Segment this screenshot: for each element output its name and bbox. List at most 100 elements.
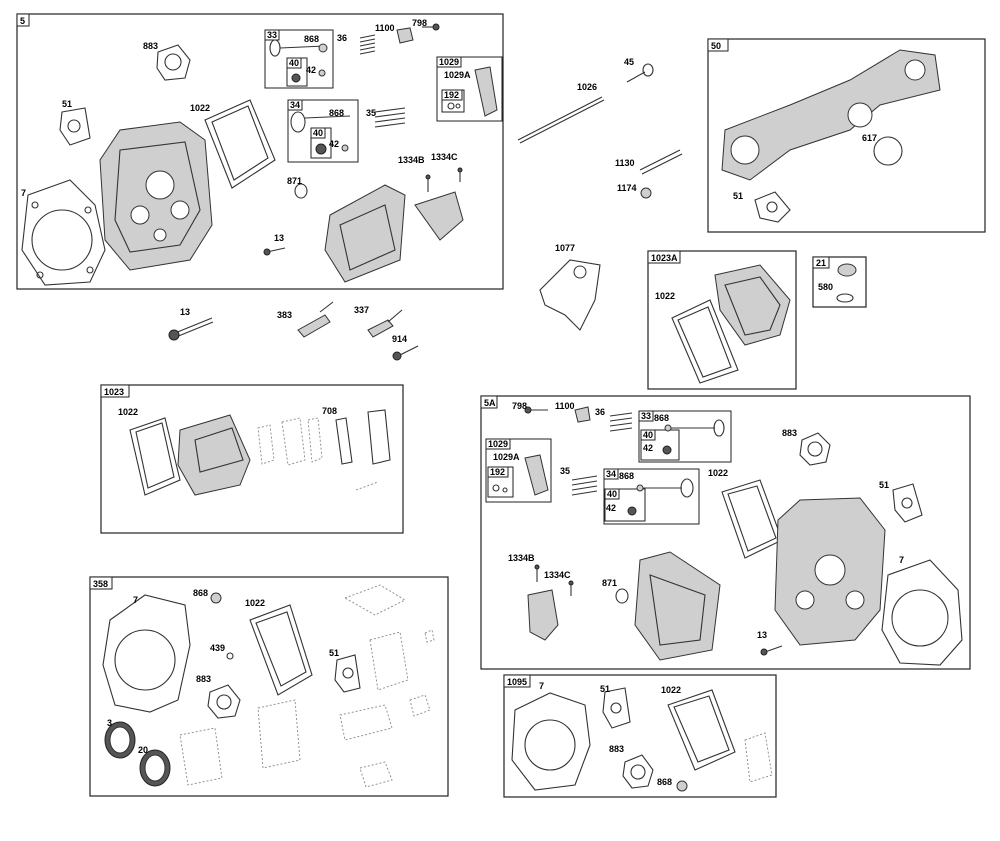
svg-text:1029: 1029: [439, 57, 459, 67]
oring-617: [873, 136, 903, 166]
seal-883-a: [156, 44, 191, 81]
svg-text:868: 868: [304, 34, 319, 44]
svg-text:50: 50: [711, 41, 721, 51]
svg-text:1023: 1023: [104, 387, 124, 397]
svg-text:36: 36: [595, 407, 605, 417]
bolt-798-b: [524, 406, 548, 414]
valve-cover-1023A: [714, 264, 791, 346]
part-1100-b: [574, 406, 591, 423]
subkit-1029-box-b: 1029 192: [485, 438, 552, 503]
svg-text:7: 7: [133, 595, 138, 605]
gasket-51-d: [334, 654, 361, 693]
svg-text:35: 35: [560, 466, 570, 476]
svg-text:868: 868: [657, 777, 672, 787]
svg-text:42: 42: [606, 503, 616, 513]
cover-gasket-1022-e: [249, 604, 313, 696]
svg-text:1029: 1029: [488, 439, 508, 449]
svg-text:20: 20: [138, 745, 148, 755]
svg-text:580: 580: [818, 282, 833, 292]
subkit-33-box-b: 33 40: [638, 410, 732, 463]
cover-gasket-1022-f: [667, 689, 736, 771]
svg-text:868: 868: [619, 471, 634, 481]
bolt-1334C-b: [568, 580, 574, 596]
intake-manifold-part: [721, 49, 941, 181]
svg-text:7: 7: [899, 555, 904, 565]
seal-883-d: [622, 754, 654, 789]
gasket-51-b: [754, 191, 791, 223]
pushrod-1026: [517, 96, 605, 144]
kit-1095-box: 1095: [503, 674, 777, 798]
cover-gasket-1022-b: [671, 299, 739, 384]
svg-text:5A: 5A: [484, 398, 496, 408]
svg-text:1023A: 1023A: [651, 253, 678, 263]
dipstick-cap-21: [836, 263, 857, 303]
svg-text:1022: 1022: [190, 103, 210, 113]
svg-text:40: 40: [313, 128, 323, 138]
svg-text:34: 34: [290, 100, 300, 110]
spring-35-a: [374, 107, 406, 128]
svg-text:35: 35: [366, 108, 376, 118]
additional-gaskets-358: [179, 584, 435, 788]
svg-text:42: 42: [329, 139, 339, 149]
spring-35-b: [571, 475, 598, 496]
svg-text:1029A: 1029A: [444, 70, 471, 80]
svg-text:1334C: 1334C: [431, 152, 458, 162]
cover-gasket-1022-a: [204, 99, 276, 189]
svg-text:21: 21: [816, 258, 826, 268]
gasket-708: [335, 417, 353, 465]
svg-text:51: 51: [879, 480, 889, 490]
svg-text:1022: 1022: [245, 598, 265, 608]
bolt-1334C-a: [457, 167, 463, 182]
svg-text:708: 708: [322, 406, 337, 416]
svg-text:1100: 1100: [555, 401, 575, 411]
svg-text:868: 868: [654, 413, 669, 423]
kit-50-box: 50: [707, 38, 986, 233]
gasket-51-c: [892, 483, 923, 523]
svg-text:1174: 1174: [617, 183, 637, 193]
svg-text:1100: 1100: [375, 23, 395, 33]
subkit-33-box: 33 40: [264, 29, 334, 89]
head-gasket-7-b: [881, 559, 963, 666]
svg-text:871: 871: [602, 578, 617, 588]
spark-plug-337: [367, 309, 403, 338]
svg-text:192: 192: [444, 90, 459, 100]
part-868-e: [210, 592, 222, 604]
screw-1023: [355, 481, 379, 491]
spring-36-b: [609, 412, 633, 432]
svg-text:358: 358: [93, 579, 108, 589]
kit-1023A-box: 1023A: [647, 250, 797, 390]
air-shroud-5A: [527, 551, 721, 661]
svg-text:51: 51: [329, 648, 339, 658]
svg-text:33: 33: [641, 411, 651, 421]
gasket-51-e: [602, 687, 631, 729]
head-gasket-7: [21, 179, 106, 286]
svg-text:40: 40: [607, 489, 617, 499]
kit-5-label: 5: [20, 16, 25, 26]
svg-text:1334C: 1334C: [544, 570, 571, 580]
svg-text:51: 51: [600, 684, 610, 694]
seal-3: [104, 721, 136, 759]
svg-text:798: 798: [512, 401, 527, 411]
svg-text:33: 33: [267, 30, 277, 40]
svg-text:914: 914: [392, 334, 407, 344]
bolt-13-c: [760, 645, 783, 656]
svg-text:1095: 1095: [507, 677, 527, 687]
svg-text:42: 42: [306, 65, 316, 75]
oring-871-b: [615, 588, 629, 604]
stud-1130: [639, 149, 683, 175]
valve-cover-1023: [177, 414, 251, 496]
svg-text:1029A: 1029A: [493, 452, 520, 462]
svg-text:1022: 1022: [655, 291, 675, 301]
svg-text:7: 7: [539, 681, 544, 691]
svg-text:51: 51: [62, 99, 72, 109]
seal-20: [139, 749, 171, 787]
svg-text:34: 34: [606, 469, 616, 479]
svg-text:42: 42: [643, 443, 653, 453]
svg-text:13: 13: [757, 630, 767, 640]
svg-text:36: 36: [337, 33, 347, 43]
bolt-798-a: [422, 23, 440, 31]
svg-text:1022: 1022: [118, 407, 138, 417]
subkit-34-box: 34 40: [287, 99, 359, 163]
svg-text:868: 868: [193, 588, 208, 598]
cylinder-head-5A: [774, 497, 886, 646]
